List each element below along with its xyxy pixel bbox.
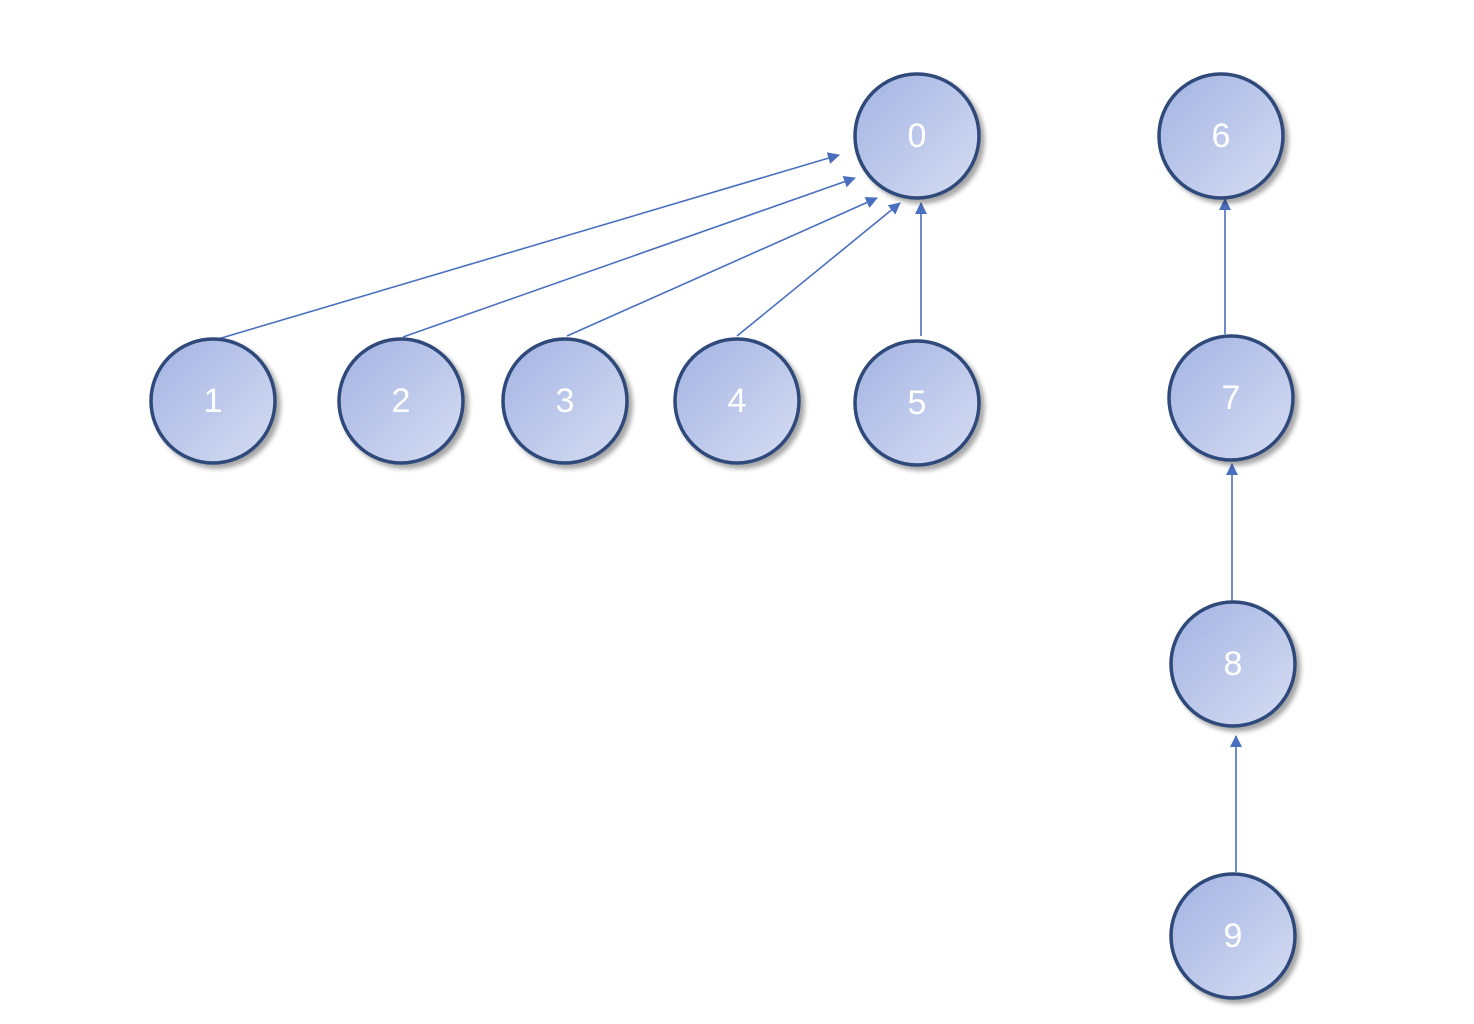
- node-circle: [337, 337, 465, 465]
- node-label: 9: [1224, 917, 1243, 955]
- node-label: 1: [204, 382, 223, 420]
- node-label: 4: [728, 382, 747, 420]
- edge-1-to-0: [217, 152, 840, 340]
- node-label: 6: [1212, 117, 1231, 155]
- edges-layer: [217, 152, 1242, 872]
- node-1: 1: [149, 337, 277, 465]
- edge-3-to-0: [566, 196, 878, 337]
- edge-4-to-0: [736, 202, 901, 337]
- node-label: 0: [908, 117, 927, 155]
- node-4: 4: [673, 337, 801, 465]
- node-circle: [1169, 600, 1297, 728]
- node-circle: [1157, 72, 1285, 200]
- node-8: 8: [1169, 600, 1297, 728]
- node-circle: [673, 337, 801, 465]
- node-label: 3: [556, 382, 575, 420]
- node-circle: [1169, 872, 1297, 1000]
- node-circle: [1167, 334, 1295, 462]
- node-6: 6: [1157, 72, 1285, 200]
- node-2: 2: [337, 337, 465, 465]
- node-circle: [853, 72, 981, 200]
- node-circle: [501, 337, 629, 465]
- node-circle: [149, 337, 277, 465]
- node-label: 7: [1222, 379, 1241, 417]
- node-9: 9: [1169, 872, 1297, 1000]
- node-3: 3: [501, 337, 629, 465]
- node-7: 7: [1167, 334, 1295, 462]
- node-circle: [853, 339, 981, 467]
- nodes-layer: 0 1 2 3 4 5 6 7 8 9: [149, 72, 1297, 1000]
- node-label: 5: [908, 384, 927, 422]
- node-label: 8: [1224, 645, 1243, 683]
- node-label: 2: [392, 382, 411, 420]
- edge-2-to-0: [402, 175, 856, 338]
- node-5: 5: [853, 339, 981, 467]
- node-0: 0: [853, 72, 981, 200]
